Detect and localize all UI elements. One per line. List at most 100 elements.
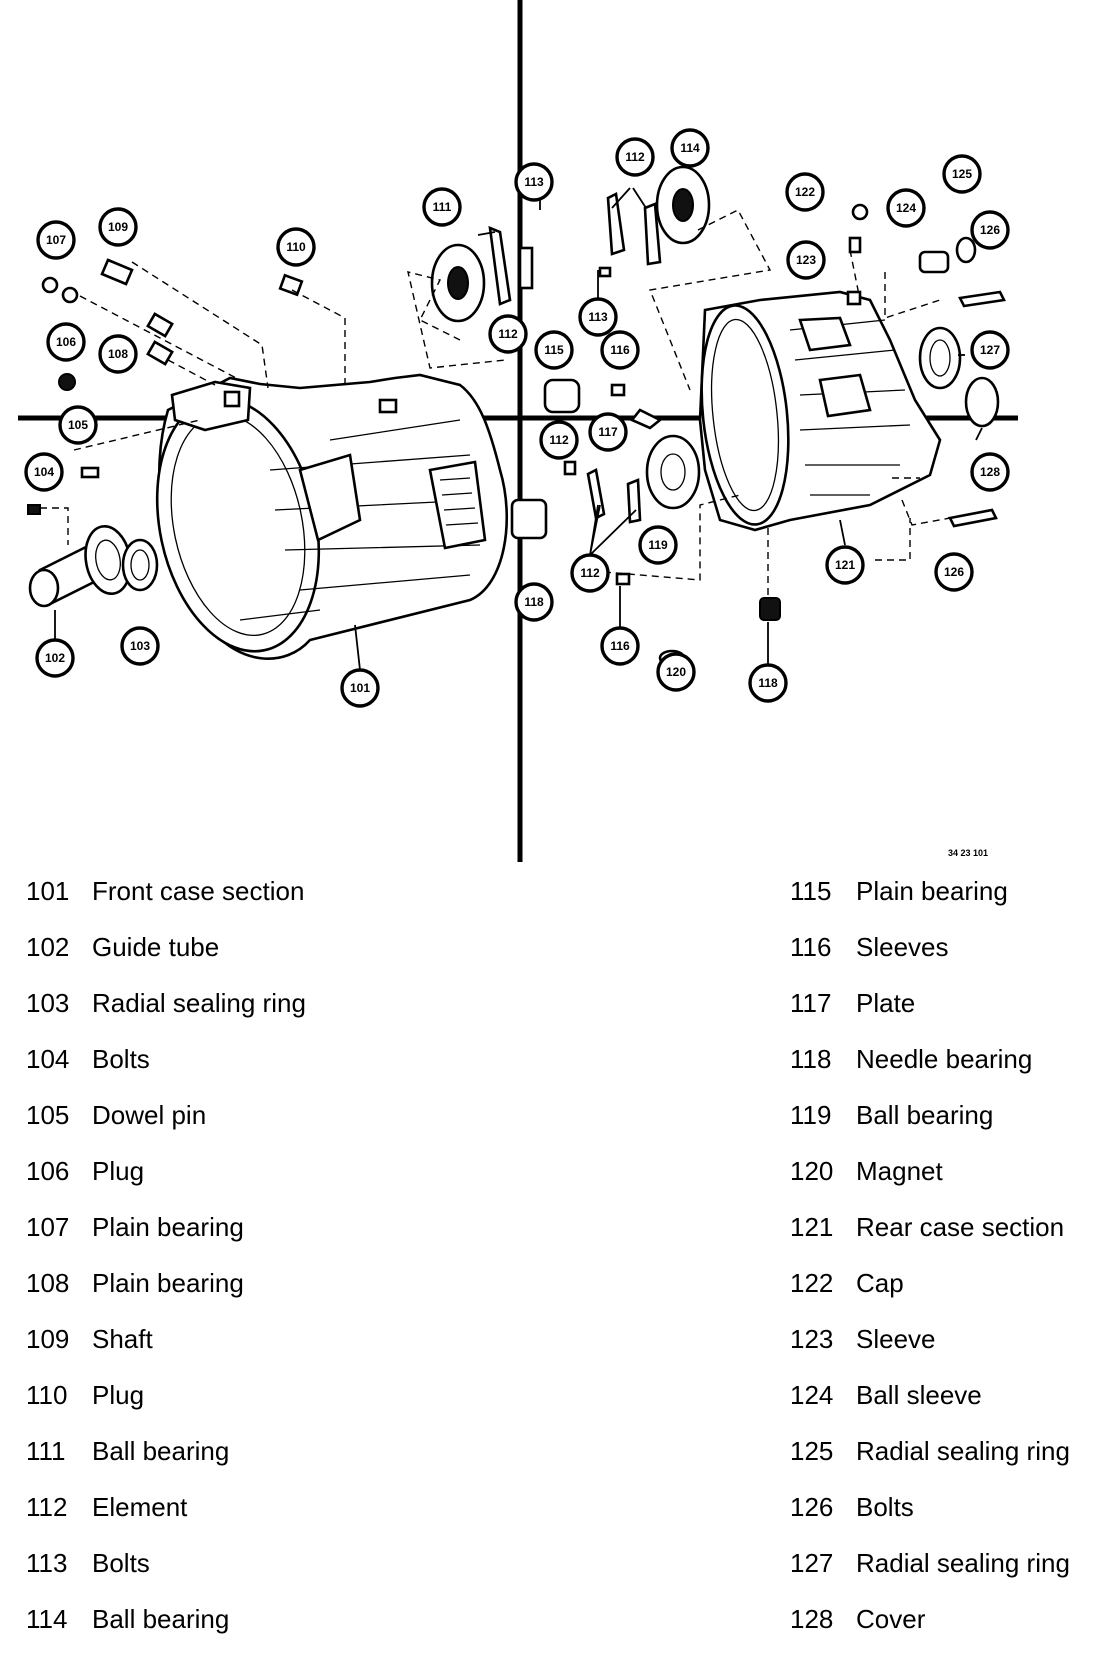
legend-number: 113 bbox=[26, 1548, 68, 1578]
legend-number: 111 bbox=[26, 1436, 66, 1466]
callout-106: 106 bbox=[46, 322, 86, 362]
callout-110: 110 bbox=[276, 227, 316, 267]
radial-sealing-ring-103-drawing bbox=[121, 538, 159, 592]
legend-number: 128 bbox=[790, 1604, 834, 1634]
legend-number: 112 bbox=[26, 1492, 68, 1522]
svg-text:112: 112 bbox=[498, 327, 518, 341]
callout-105: 105 bbox=[58, 405, 98, 445]
legend-label: Element bbox=[92, 1492, 188, 1522]
svg-text:107: 107 bbox=[46, 233, 66, 247]
svg-text:106: 106 bbox=[56, 335, 76, 349]
legend-label: Radial sealing ring bbox=[92, 988, 306, 1018]
callout-104: 104 bbox=[24, 452, 64, 492]
legend-item: 123 Sleeve bbox=[790, 1326, 1120, 1382]
legend-number: 106 bbox=[26, 1156, 70, 1186]
legend-label: Plate bbox=[856, 988, 916, 1018]
svg-text:112: 112 bbox=[549, 433, 569, 447]
legend-label: Ball bearing bbox=[856, 1100, 994, 1130]
guide-tube-drawing bbox=[28, 524, 132, 608]
svg-text:115: 115 bbox=[544, 343, 564, 357]
svg-text:122: 122 bbox=[795, 185, 815, 199]
callout-101: 101 bbox=[340, 668, 380, 708]
callout-113a: 113 bbox=[514, 162, 554, 202]
callout-121: 121 bbox=[825, 545, 865, 585]
legend-label: Rear case section bbox=[856, 1212, 1065, 1242]
svg-text:111: 111 bbox=[433, 200, 452, 214]
legend-label: Bolts bbox=[92, 1044, 150, 1074]
legend-label: Plug bbox=[92, 1156, 145, 1186]
legend-label: Radial sealing ring bbox=[856, 1548, 1070, 1578]
legend-item: 104 Bolts bbox=[26, 1046, 506, 1102]
svg-text:105: 105 bbox=[68, 418, 88, 432]
legend-label: Radial sealing ring bbox=[856, 1436, 1070, 1466]
callout-108: 108 bbox=[98, 334, 138, 374]
legend-label: Cap bbox=[856, 1268, 904, 1298]
legend-number: 127 bbox=[790, 1548, 834, 1578]
legend-label: Sleeve bbox=[856, 1324, 936, 1354]
legend-item: 106 Plug bbox=[26, 1158, 506, 1214]
legend-number: 103 bbox=[26, 988, 70, 1018]
legend-label: Sleeves bbox=[856, 932, 949, 962]
svg-text:116: 116 bbox=[610, 639, 630, 653]
callout-116a: 116 bbox=[600, 330, 640, 370]
callout-118a: 118 bbox=[514, 582, 554, 622]
svg-text:125: 125 bbox=[952, 167, 972, 181]
callout-123: 123 bbox=[786, 240, 826, 280]
legend-label: Bolts bbox=[92, 1548, 150, 1578]
svg-text:127: 127 bbox=[980, 343, 1000, 357]
svg-text:128: 128 bbox=[980, 465, 1000, 479]
svg-text:119: 119 bbox=[648, 538, 668, 552]
callout-109: 109 bbox=[98, 207, 138, 247]
legend-number: 117 bbox=[790, 988, 832, 1018]
legend-item: 117 Plate bbox=[790, 990, 1120, 1046]
legend-number: 123 bbox=[790, 1324, 834, 1354]
legend-number: 101 bbox=[26, 876, 70, 906]
svg-text:114: 114 bbox=[680, 141, 700, 155]
legend-label: Plain bearing bbox=[92, 1268, 244, 1298]
callout-125: 125 bbox=[942, 154, 982, 194]
svg-text:118: 118 bbox=[524, 595, 544, 609]
svg-text:113: 113 bbox=[588, 310, 608, 324]
svg-text:123: 123 bbox=[796, 253, 816, 267]
legend-number: 119 bbox=[790, 1100, 832, 1130]
svg-text:118: 118 bbox=[758, 676, 778, 690]
callout-112d: 112 bbox=[570, 553, 610, 593]
legend-label: Bolts bbox=[856, 1492, 914, 1522]
front-case-section-drawing bbox=[155, 373, 509, 660]
callout-126a: 126 bbox=[970, 210, 1010, 250]
callout-124: 124 bbox=[886, 188, 926, 228]
legend-number: 120 bbox=[790, 1156, 834, 1186]
legend-label: Ball sleeve bbox=[856, 1380, 982, 1410]
reference-code: 34 23 101 bbox=[948, 848, 988, 858]
svg-text:103: 103 bbox=[130, 639, 150, 653]
svg-text:112: 112 bbox=[580, 566, 600, 580]
rear-case-section-drawing bbox=[698, 290, 942, 532]
svg-text:124: 124 bbox=[896, 201, 916, 215]
legend-number: 115 bbox=[790, 876, 832, 906]
legend-number: 114 bbox=[26, 1604, 68, 1634]
legend-label: Cover bbox=[856, 1604, 926, 1634]
callout-122: 122 bbox=[785, 172, 825, 212]
callout-127: 127 bbox=[970, 330, 1010, 370]
svg-text:108: 108 bbox=[108, 347, 128, 361]
svg-text:116: 116 bbox=[610, 343, 630, 357]
svg-text:109: 109 bbox=[108, 220, 128, 234]
callout-126b: 126 bbox=[934, 552, 974, 592]
legend-number: 104 bbox=[26, 1044, 70, 1074]
callout-112b: 112 bbox=[488, 314, 528, 354]
callout-119: 119 bbox=[638, 525, 678, 565]
legend-label: Shaft bbox=[92, 1324, 153, 1354]
callout-112c: 112 bbox=[539, 420, 579, 460]
